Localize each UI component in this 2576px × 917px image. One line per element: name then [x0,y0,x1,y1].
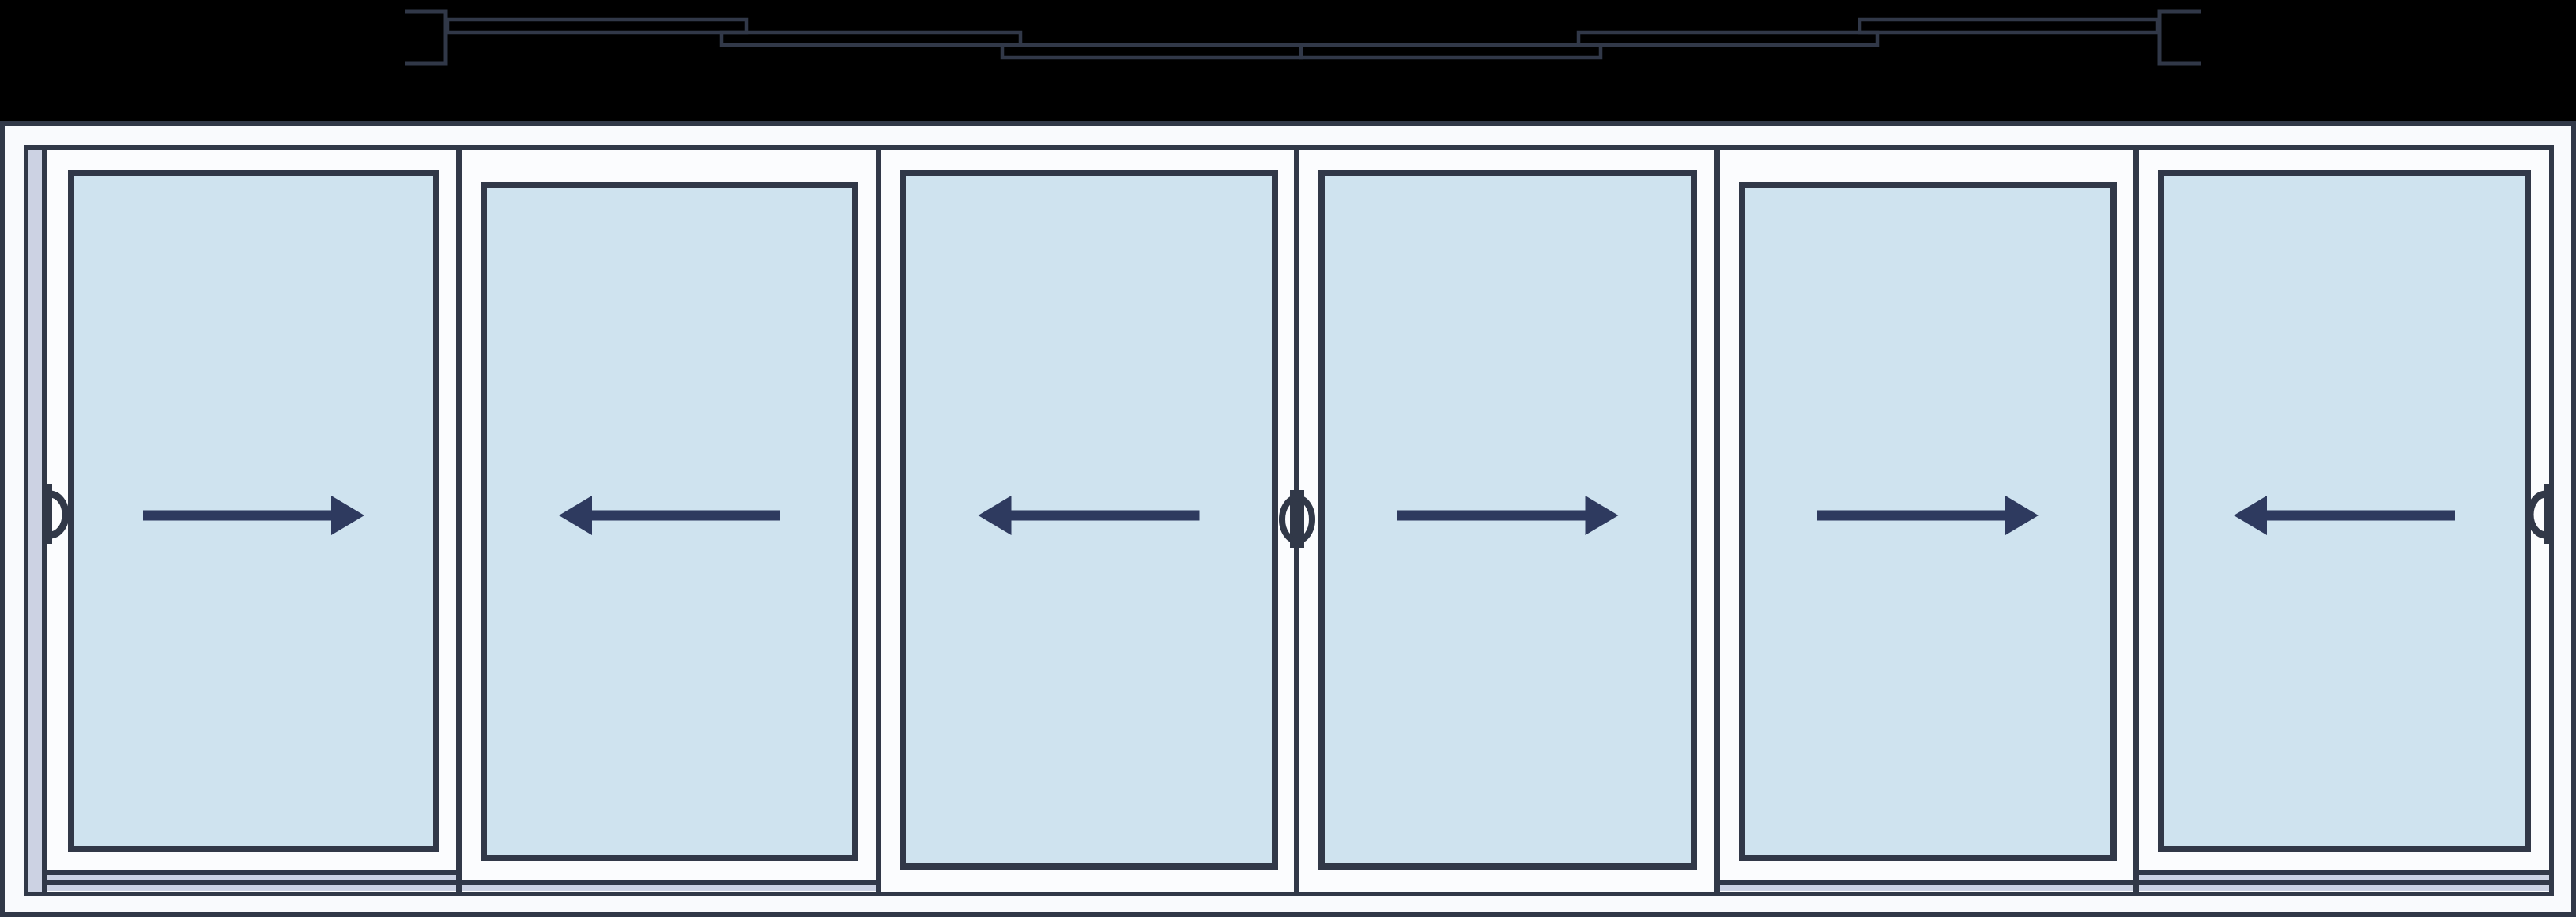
plan-panel-bar-6 [1858,17,2160,35]
plan-panel-bar-5 [1576,30,1880,47]
panel-1-sill-lavender-3 [47,885,462,891]
panel-1-sill-dark-0 [47,870,462,875]
panel-2-glass [481,182,858,861]
panel-6-sill-lavender-1 [2139,875,2549,880]
left-track-strip [28,150,42,892]
panel-divider-line-4 [1714,149,1720,896]
panel-5-glass [1739,182,2117,861]
panel-6-sill-lavender-3 [2139,885,2549,891]
plan-panel-bar-2 [719,30,1023,47]
panel-5-sill-dark-0 [1720,880,2139,885]
panel-2-sill-lavender-1 [462,885,881,891]
panel-divider-line-3 [1294,149,1299,896]
panel-1-glass [68,170,439,852]
panel-divider-line-5 [2133,149,2139,896]
left-end-bracket [405,9,448,66]
panel-divider-line-2 [876,149,881,896]
right-end-bracket [2157,9,2201,66]
plan-panel-bar-4 [1299,43,1603,60]
panel-4-glass [1318,170,1697,870]
panel-6-sill-dark-2 [2139,880,2549,885]
panel-1-sill-dark-2 [47,880,462,885]
panel-6-sill-dark-0 [2139,870,2549,875]
panel-6-glass [2158,170,2531,852]
panel-divider-line-1 [456,149,462,896]
plan-view-drawing [405,9,2201,66]
plan-panel-bar-1 [445,17,749,35]
panel-5-sill-lavender-1 [1720,885,2139,891]
panel-1-sill-lavender-1 [47,875,462,880]
panel-2-sill-dark-0 [462,880,881,885]
plan-view-band [0,0,2576,121]
panel-3-glass [900,170,1278,870]
